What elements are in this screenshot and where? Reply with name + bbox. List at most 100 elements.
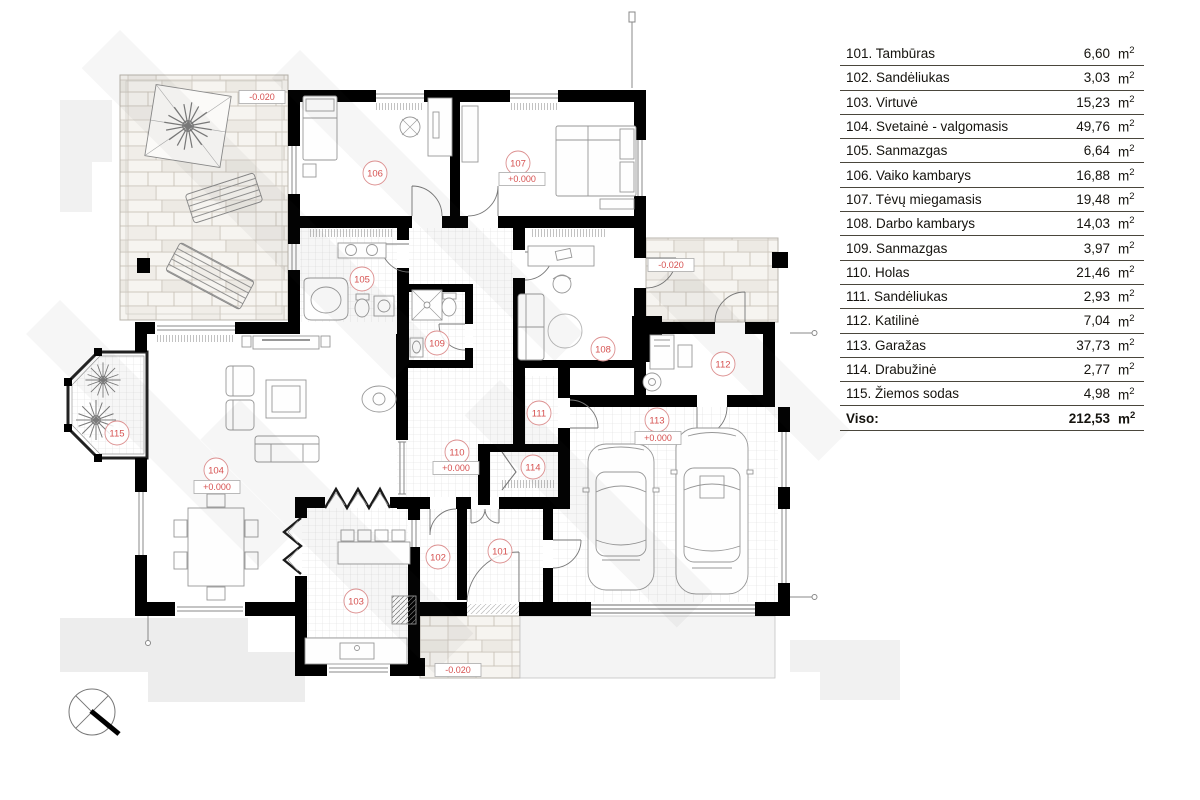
entrance-threshold [467, 604, 519, 614]
room-name: 112. Katilinė [846, 313, 920, 329]
room-area: 3,03 [1083, 70, 1110, 86]
office-chair [552, 274, 572, 294]
area-unit: m2 [1118, 118, 1135, 135]
svg-text:+0.000: +0.000 [442, 463, 470, 473]
room-area: 15,23 [1076, 94, 1110, 110]
area-unit: m2 [1118, 239, 1135, 257]
room-area: 16,88 [1076, 167, 1110, 183]
elevation-104: +0.000 [193, 480, 241, 494]
svg-text:102: 102 [430, 553, 446, 564]
desk-106 [399, 97, 453, 157]
area-unit: m2 [1118, 288, 1135, 305]
shower [411, 289, 443, 321]
legend-row: 115. Žiemos sodas 4,98 m2 [840, 382, 1144, 407]
room-area: 2,93 [1083, 289, 1110, 305]
car-sedan [582, 443, 660, 591]
room-legend-table: 101. Tambūras 6,60 m2 102. Sandėliukas 3… [840, 42, 1144, 431]
svg-text:104: 104 [208, 466, 224, 477]
survey-markers [145, 11, 818, 646]
wardrobe-107 [461, 105, 479, 163]
room-name: 110. Holas [846, 264, 910, 280]
svg-text:-0.020: -0.020 [445, 665, 471, 675]
area-unit: m2 [1118, 69, 1135, 87]
svg-text:113: 113 [649, 416, 664, 427]
svg-text:112: 112 [715, 360, 730, 371]
dining-table [173, 493, 259, 601]
legend-row: 103. Virtuvė 15,23 m2 [840, 91, 1144, 115]
elevation-terrace-top-left: -0.020 [238, 90, 286, 104]
room-area: 2,77 [1083, 362, 1110, 377]
legend-total-row: Viso: 212,53 m2 [840, 406, 1144, 431]
fireplace [361, 385, 397, 413]
driveway [519, 615, 776, 679]
area-unit: m2 [1118, 264, 1135, 281]
room-name: 108. Darbo kambarys [846, 216, 976, 232]
room-tag-107: 107 [505, 150, 531, 176]
room-area: 19,48 [1076, 191, 1110, 207]
room-name: 115. Žiemos sodas [846, 386, 960, 402]
bed-107 [555, 125, 637, 197]
boiler [649, 334, 675, 370]
svg-text:114: 114 [525, 463, 540, 474]
area-unit: m2 [1118, 312, 1135, 330]
svg-text:101: 101 [492, 547, 508, 558]
svg-text:111: 111 [532, 409, 546, 420]
area-unit: m2 [1118, 385, 1135, 403]
area-unit: m2 [1118, 409, 1136, 427]
room-tag-110: 110 [444, 439, 470, 465]
area-unit: m2 [1118, 142, 1135, 160]
room-area: 6,60 [1083, 46, 1110, 62]
svg-text:115: 115 [109, 429, 124, 440]
legend-row: 113. Garažas 37,73 m2 [840, 334, 1144, 358]
area-unit: m2 [1118, 93, 1135, 111]
legend-row: 108. Darbo kambarys 14,03 m2 [840, 212, 1144, 237]
svg-text:106: 106 [367, 169, 383, 180]
legend-row: 112. Katilinė 7,04 m2 [840, 309, 1144, 334]
rug [547, 313, 583, 349]
room-area: 3,97 [1083, 240, 1110, 256]
stove [391, 595, 417, 625]
room-name: 111. Sandėliukas [846, 289, 948, 305]
room-tag-114: 114 [520, 454, 546, 480]
sun-lounger [185, 172, 263, 224]
toilet-109 [441, 292, 457, 317]
kitchen-island [337, 529, 411, 565]
svg-text:105: 105 [354, 275, 370, 286]
room-tag-104: 104 [203, 457, 229, 483]
room-number-tags: 101 102 103 104 105 106 107 108 109 110 … [104, 150, 736, 614]
garage-door [591, 604, 755, 614]
svg-text:110: 110 [449, 448, 464, 459]
water-tank [642, 372, 662, 392]
room-name: 114. Drabužinė [846, 362, 937, 377]
legend-row: 110. Holas 21,46 m2 [840, 261, 1144, 285]
sun-lounger [166, 242, 254, 310]
furniture [173, 95, 754, 665]
north-compass-icon [68, 688, 121, 736]
bathtub [303, 277, 349, 321]
cast-shadows [26, 30, 850, 673]
washing-machine [373, 295, 395, 317]
room-area: 14,03 [1076, 216, 1110, 232]
room-tag-115: 115 [104, 420, 130, 446]
room-tag-101: 101 [487, 538, 513, 564]
svg-text:103: 103 [348, 597, 364, 608]
svg-text:+0.000: +0.000 [203, 482, 231, 492]
room-tag-106: 106 [362, 160, 388, 186]
room-area: 37,73 [1076, 337, 1110, 353]
room-tag-111: 111 [526, 400, 552, 426]
shadow-bands [60, 100, 900, 702]
room-name: 104. Svetainė - valgomasis [846, 119, 1009, 135]
room-tag-108: 108 [590, 336, 616, 362]
legend-row: 104. Svetainė - valgomasis 49,76 m2 [840, 115, 1144, 140]
svg-text:+0.000: +0.000 [644, 433, 672, 443]
room-area: 49,76 [1076, 119, 1110, 135]
windows [137, 92, 788, 674]
walls [135, 90, 790, 676]
elevation-terrace-right: -0.020 [647, 258, 695, 272]
svg-text:108: 108 [595, 345, 611, 356]
room-name: 109. Sanmazgas [846, 240, 948, 256]
room-tag-113: 113 [644, 407, 670, 433]
terrace-top-left [119, 74, 289, 321]
area-unit: m2 [1118, 191, 1135, 208]
